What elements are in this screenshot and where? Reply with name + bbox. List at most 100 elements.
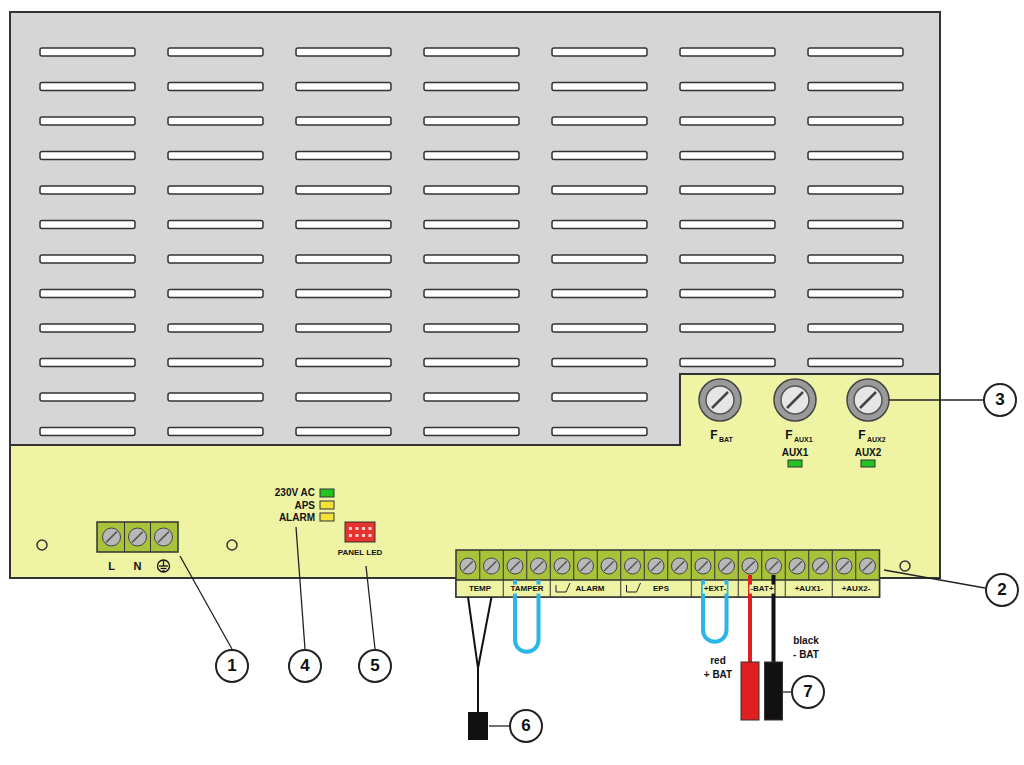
screw-slot <box>106 532 117 543</box>
vent-slot <box>168 290 263 298</box>
screw <box>601 558 617 574</box>
screw <box>578 558 594 574</box>
terminal-divider <box>667 550 668 580</box>
vent-slot <box>424 152 519 160</box>
vent-slot <box>808 359 903 367</box>
ground-circle <box>158 560 170 572</box>
vent-slot <box>296 359 391 367</box>
terminal-body <box>456 550 880 597</box>
terminal-divider <box>150 522 151 552</box>
leader-line <box>884 570 985 588</box>
vent-slot <box>680 83 775 91</box>
vent-slot <box>40 359 135 367</box>
grille-cover <box>10 12 940 445</box>
terminal-divider <box>124 522 125 552</box>
vent-slot <box>296 152 391 160</box>
vent-slot <box>424 324 519 332</box>
vent-slot <box>168 221 263 229</box>
terminal-divider <box>620 550 621 580</box>
connector-pin <box>369 527 372 530</box>
callout-number: 6 <box>521 716 530 736</box>
callout-circle: 5 <box>358 649 392 683</box>
ground-line <box>159 565 168 566</box>
connector-pin <box>362 534 365 537</box>
screw-slot <box>604 561 614 571</box>
fuse-holder <box>699 379 741 421</box>
group-divider <box>738 580 739 597</box>
terminal-divider <box>855 550 856 580</box>
vent-slot <box>808 83 903 91</box>
terminal-label: TEMP <box>468 585 492 594</box>
connector-pin <box>356 534 359 537</box>
connector-pin <box>349 527 352 530</box>
part-label: F <box>785 429 792 442</box>
fuse-holder <box>774 379 816 421</box>
screw-slot <box>132 532 143 543</box>
callout-circle: 7 <box>791 675 825 709</box>
part-label: L <box>108 560 115 572</box>
vent-slot <box>424 117 519 125</box>
vent-slot <box>296 83 391 91</box>
part-label: F <box>710 429 717 442</box>
screw <box>554 558 570 574</box>
leader-line <box>180 556 232 649</box>
vent-slot <box>552 186 647 194</box>
terminal-label: -BAT+ <box>749 585 774 594</box>
vent-slot <box>552 324 647 332</box>
part-label: red <box>710 655 726 666</box>
fuse-cap <box>854 386 882 414</box>
screw <box>129 528 147 546</box>
fuse-slot <box>712 392 728 408</box>
vent-slot <box>40 221 135 229</box>
terminal-divider <box>785 550 786 580</box>
part-label: AUX2 <box>867 436 886 444</box>
screw-slot <box>792 561 802 571</box>
vent-slot <box>40 324 135 332</box>
status-led <box>320 489 334 497</box>
screw <box>672 558 688 574</box>
callout-number: 5 <box>370 656 379 676</box>
screw-slot <box>557 561 567 571</box>
terminal-body <box>97 522 178 552</box>
battery-connector-black <box>765 662 783 720</box>
callout-circle: 4 <box>288 649 322 683</box>
callout-number: 4 <box>300 656 309 676</box>
vent-slot <box>40 428 135 436</box>
vent-slot <box>168 117 263 125</box>
vent-slot <box>168 359 263 367</box>
vent-slot <box>680 186 775 194</box>
terminal-label: EPS <box>652 585 670 594</box>
part-label: ALARM <box>279 512 315 523</box>
callout-circle: 6 <box>509 709 543 743</box>
terminal-divider <box>597 550 598 580</box>
vent-slot <box>552 290 647 298</box>
screw <box>103 528 121 546</box>
leader-line <box>489 725 509 726</box>
vent-slot <box>808 290 903 298</box>
vent-slot <box>296 221 391 229</box>
callout-number: 3 <box>995 390 1004 410</box>
vent-slot <box>552 221 647 229</box>
callout-number: 1 <box>227 656 236 676</box>
vent-slots <box>40 48 903 436</box>
part-label: PANEL LED <box>338 549 383 558</box>
screw-slot <box>722 561 732 571</box>
vent-slot <box>296 48 391 56</box>
part-label: 230V AC <box>275 487 315 498</box>
fuse-slot <box>787 392 803 408</box>
vent-slot <box>424 186 519 194</box>
ground-line <box>162 570 165 571</box>
vent-slot <box>680 117 775 125</box>
vent-slot <box>808 221 903 229</box>
vent-slot <box>552 428 647 436</box>
terminal-label-band <box>456 580 880 597</box>
screw <box>789 558 805 574</box>
screw-slot <box>158 532 169 543</box>
temp-sensor <box>468 712 488 740</box>
vent-slot <box>40 255 135 263</box>
vent-slot <box>552 393 647 401</box>
terminal-label: +AUX2- <box>841 585 872 594</box>
relay-contact-symbol <box>556 583 570 592</box>
screw <box>860 558 876 574</box>
